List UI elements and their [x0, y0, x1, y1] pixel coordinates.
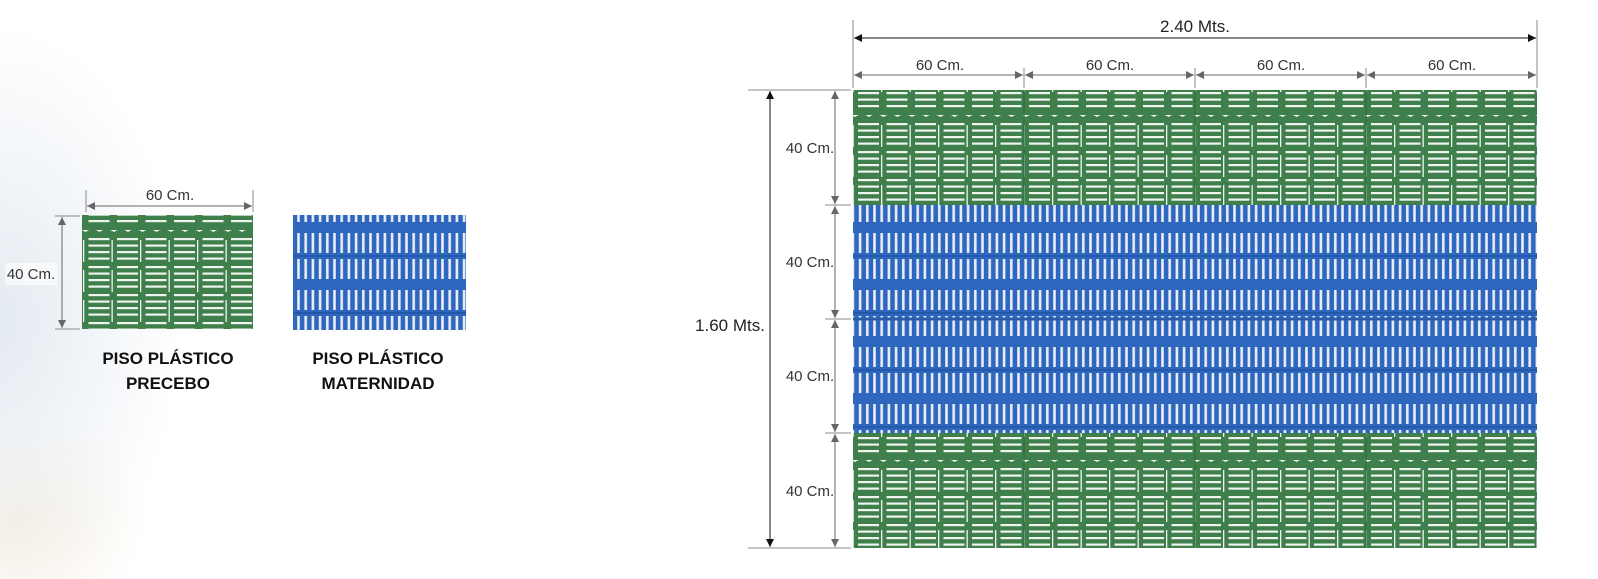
row-height-label: 40 Cm.: [786, 368, 834, 385]
column-width-label: 60 Cm.: [1428, 57, 1476, 74]
maternidad-caption: PISO PLÁSTICO MATERNIDAD: [268, 346, 488, 396]
small-width-label: 60 Cm.: [146, 187, 194, 204]
column-width-label: 60 Cm.: [916, 57, 964, 74]
assembly-row-maternidad: [853, 319, 1537, 433]
column-width-label: 60 Cm.: [1257, 57, 1305, 74]
small-height-label: 40 Cm.: [7, 266, 55, 283]
assembly-row-maternidad: [853, 205, 1537, 319]
assembly-grid: [853, 90, 1537, 548]
maternidad-tile: [293, 215, 466, 330]
precebo-caption: PISO PLÁSTICO PRECEBO: [58, 346, 278, 396]
total-width-label: 2.40 Mts.: [1160, 17, 1230, 36]
row-height-label: 40 Cm.: [786, 483, 834, 500]
maternidad-caption-line2: MATERNIDAD: [321, 374, 435, 393]
row-height-label: 40 Cm.: [786, 254, 834, 271]
precebo-caption-line1: PISO PLÁSTICO: [102, 349, 234, 368]
row-height-label: 40 Cm.: [786, 140, 834, 157]
column-width-label: 60 Cm.: [1086, 57, 1134, 74]
total-height-label: 1.60 Mts.: [695, 316, 765, 335]
precebo-caption-line2: PRECEBO: [125, 374, 211, 393]
maternidad-caption-line1: PISO PLÁSTICO: [312, 349, 444, 368]
precebo-tile: [82, 215, 253, 329]
